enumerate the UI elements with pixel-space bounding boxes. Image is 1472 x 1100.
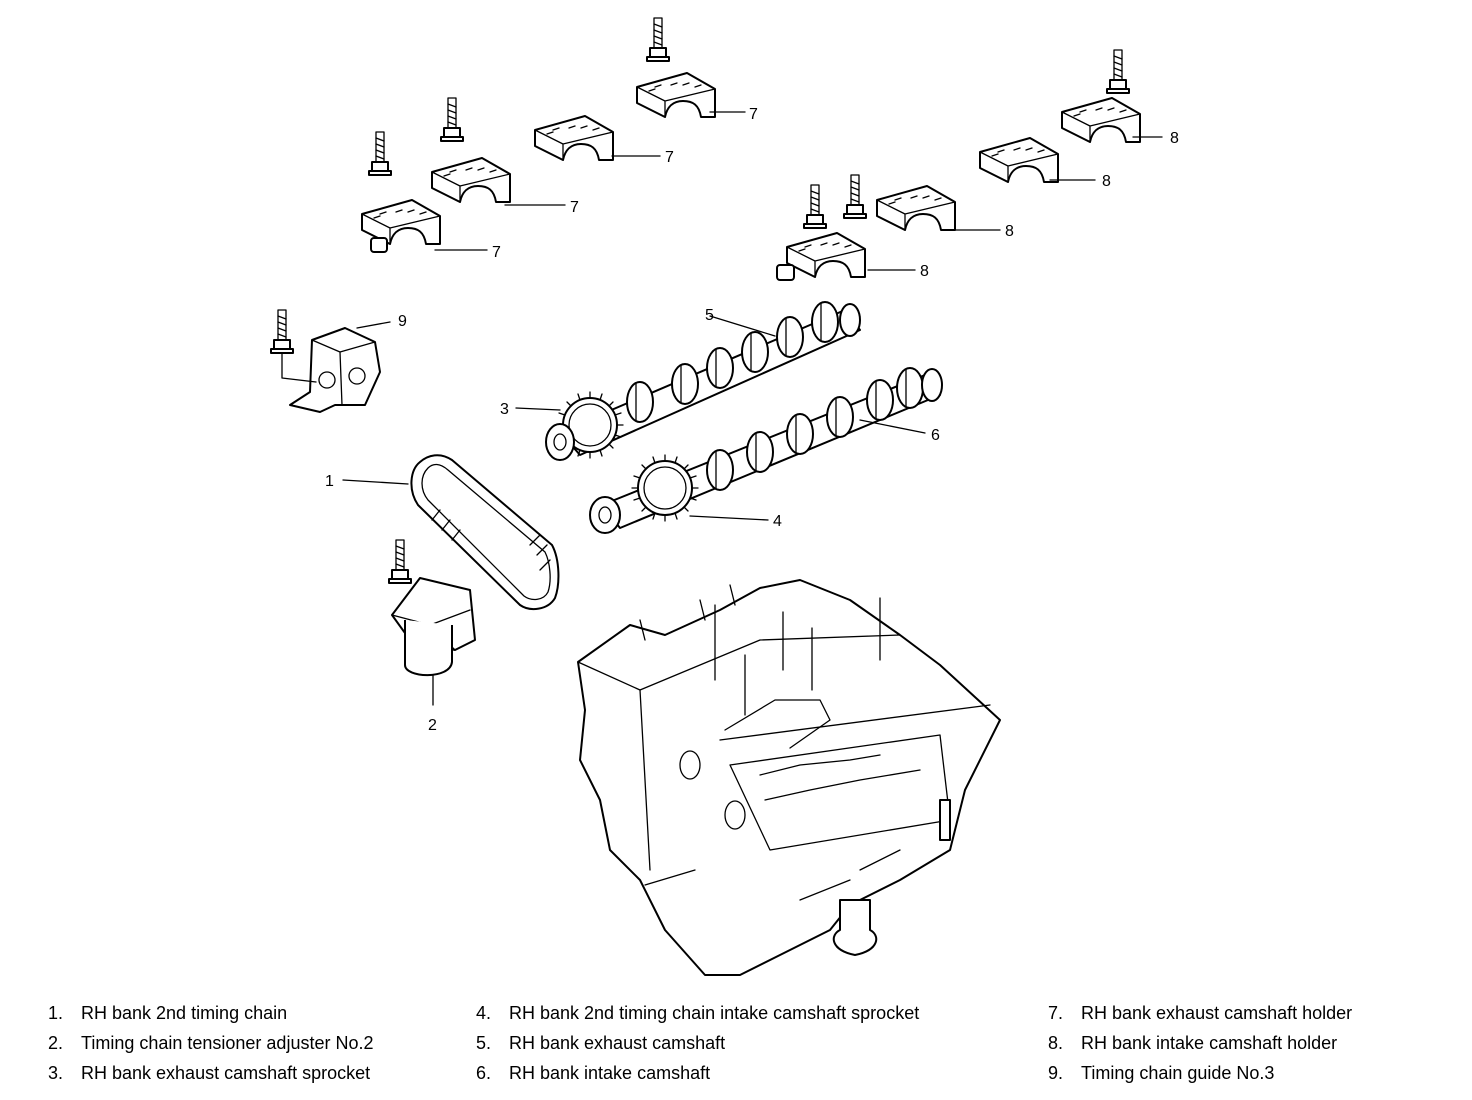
intake-camshaft-holders — [776, 49, 1163, 281]
callout-8c: 8 — [1005, 223, 1014, 240]
legend-number: 5. — [476, 1033, 492, 1053]
legend-text: RH bank 2nd timing chain intake camshaft… — [509, 1003, 920, 1023]
legend-number: 6. — [476, 1063, 492, 1083]
legend-text: Timing chain guide No.3 — [1081, 1063, 1275, 1083]
callout-8b: 8 — [1102, 173, 1111, 190]
callout-1: 1 — [325, 473, 334, 490]
callout-3: 3 — [500, 401, 509, 418]
legend-text: RH bank exhaust camshaft holder — [1081, 1003, 1353, 1023]
callout-8d: 8 — [920, 263, 929, 280]
callout-7a: 7 — [749, 106, 758, 123]
legend-text: RH bank exhaust camshaft — [509, 1033, 726, 1053]
legend-number: 3. — [48, 1063, 64, 1083]
chain-tensioner-adjuster — [388, 539, 476, 706]
intake-camshaft — [589, 367, 943, 534]
callout-labels: 1 2 3 4 5 6 7 7 7 7 8 8 8 8 9 — [325, 106, 1179, 734]
callout-8a: 8 — [1170, 130, 1179, 147]
exploded-parts-diagram: 1 2 3 4 5 6 7 7 7 7 8 8 8 8 9 — [270, 17, 1179, 976]
callout-7d: 7 — [492, 244, 501, 261]
callout-7c: 7 — [570, 199, 579, 216]
exhaust-camshaft-holders — [361, 17, 746, 253]
legend-text: RH bank exhaust camshaft sprocket — [81, 1063, 371, 1083]
callout-6: 6 — [931, 427, 940, 444]
callout-5: 5 — [705, 307, 714, 324]
exhaust-camshaft — [515, 301, 861, 461]
legend-number: 8. — [1048, 1033, 1064, 1053]
callout-4: 4 — [773, 513, 782, 530]
legend-text: Timing chain tensioner adjuster No.2 — [81, 1033, 374, 1053]
legend-number: 1. — [48, 1003, 64, 1023]
timing-chain — [342, 454, 560, 611]
legend-number: 7. — [1048, 1003, 1064, 1023]
callout-7b: 7 — [665, 149, 674, 166]
legend-number: 2. — [48, 1033, 64, 1053]
legend-number: 4. — [476, 1003, 492, 1023]
parts-legend: 1. RH bank 2nd timing chain 2. Timing ch… — [0, 998, 1472, 1098]
callout-9: 9 — [398, 313, 407, 330]
legend-text: RH bank 2nd timing chain — [81, 1003, 288, 1023]
timing-chain-guide — [270, 309, 391, 413]
legend-text: RH bank intake camshaft holder — [1081, 1033, 1338, 1053]
callout-2: 2 — [428, 717, 437, 734]
legend-number: 9. — [1048, 1063, 1064, 1083]
cylinder-head-block — [577, 579, 1001, 976]
legend-text: RH bank intake camshaft — [509, 1063, 711, 1083]
